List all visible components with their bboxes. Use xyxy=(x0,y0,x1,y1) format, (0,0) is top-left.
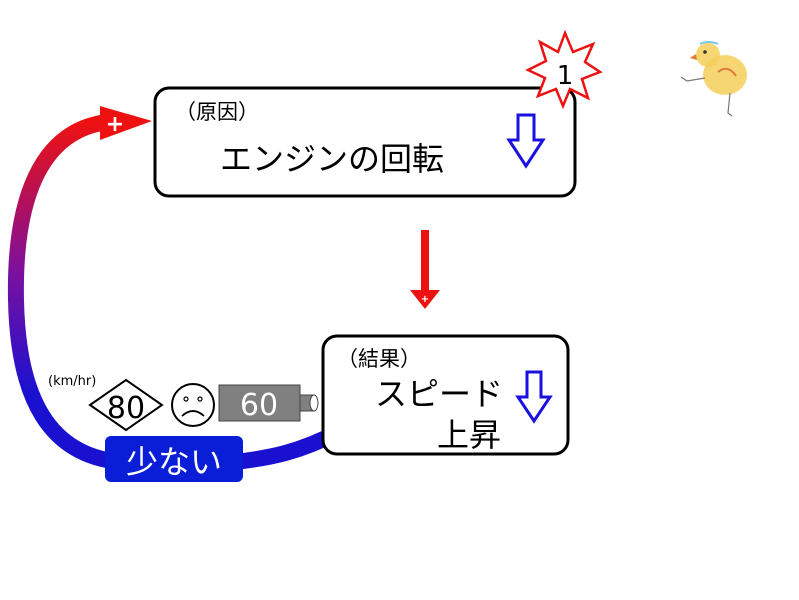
plus-sign: + xyxy=(421,294,429,305)
speed-limit-sign: 80 xyxy=(88,378,164,432)
speed-unit: (km/hr) xyxy=(48,374,96,389)
speed-limit-value: 80 xyxy=(107,391,145,426)
sad-face-icon xyxy=(171,383,215,427)
speed-meter: 60 xyxy=(218,384,319,423)
chick-illustration xyxy=(680,41,747,117)
cause-title: エンジンの回転 xyxy=(220,140,444,178)
down-arrow-icon xyxy=(506,113,546,169)
result-title: スピード xyxy=(375,375,503,413)
badge-number: 1 xyxy=(557,61,574,91)
result-label: （結果） xyxy=(337,347,421,371)
feedback-curve xyxy=(7,114,342,470)
plus-sign: + xyxy=(106,112,124,137)
cause-to-result-arrow: + xyxy=(410,230,440,309)
low-tag-label: 少ない xyxy=(126,443,222,481)
feedback-arrowhead: + xyxy=(100,106,152,140)
starburst-badge: 1 xyxy=(525,29,603,110)
low-tag: 少ない xyxy=(105,436,243,482)
current-speed-value: 60 xyxy=(240,388,278,423)
result-box: （結果） スピード 上昇 xyxy=(321,334,570,456)
down-arrow-icon xyxy=(515,370,553,424)
cause-label: （原因） xyxy=(175,100,259,124)
result-subtitle: 上昇 xyxy=(437,416,501,454)
cause-box: （原因） エンジンの回転 xyxy=(153,86,577,198)
